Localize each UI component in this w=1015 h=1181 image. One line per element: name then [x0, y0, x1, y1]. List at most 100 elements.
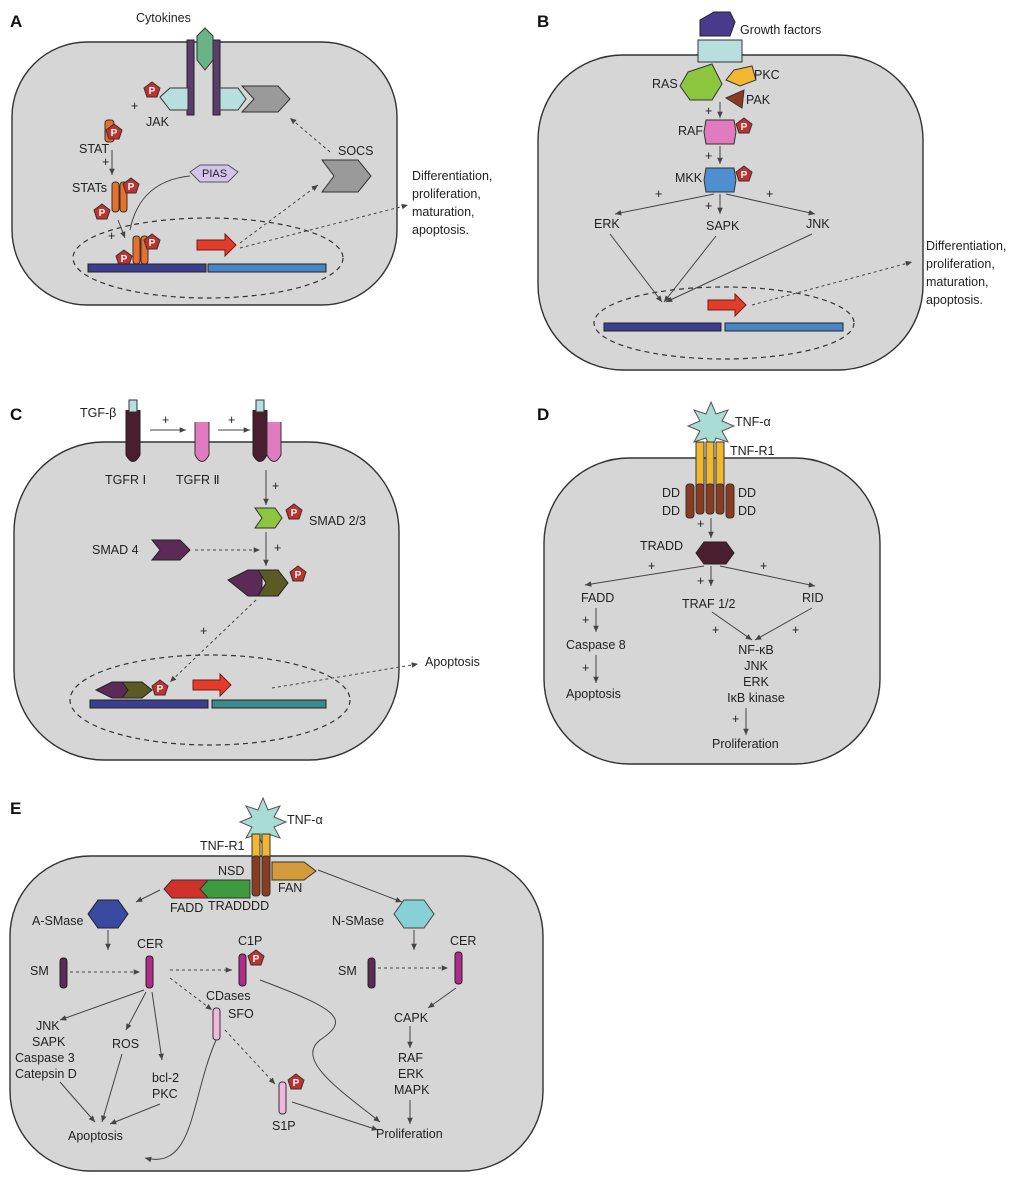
pkc-icon: [725, 65, 757, 87]
panel-label-c: C: [10, 405, 22, 424]
growth-factor-icon: [699, 11, 736, 37]
panel-label-b: B: [537, 12, 549, 31]
death-domain-icon: [261, 855, 271, 897]
plus-sign: +: [582, 661, 589, 675]
rid-label: RID: [802, 591, 824, 605]
cer-icon: [454, 951, 463, 985]
jak-right-icon: [219, 87, 247, 111]
pkc-label: PKC: [754, 68, 780, 82]
fadd-e-icon: [163, 879, 210, 899]
jak-receptor-right: [212, 39, 221, 116]
outcome-a-line3: maturation,: [412, 205, 475, 219]
pak-label: PAK: [746, 93, 771, 107]
c1p-icon: [238, 953, 247, 987]
phospho-icon: P: [151, 679, 169, 696]
dd-label: DD: [662, 504, 680, 518]
tradd-icon: [695, 541, 735, 565]
plus-sign: +: [705, 104, 712, 118]
socs-icon: [321, 159, 372, 193]
panel-b: B Growth factors RAS PKC PAK + RAF P + M…: [537, 11, 1006, 371]
apoptosis-c-label: Apoptosis: [425, 655, 480, 669]
smad4-icon: [150, 539, 191, 561]
svg-text:P: P: [295, 570, 302, 581]
panel-d: D TNF-α TNF-R1 DD DD DD DD + TRADD + + +…: [537, 400, 881, 765]
outcome-b-line3: maturation,: [926, 275, 989, 289]
plus-sign: +: [228, 413, 235, 427]
phospho-icon: P: [735, 117, 753, 134]
s1p-icon: [278, 1081, 287, 1115]
svg-text:P: P: [253, 954, 260, 965]
jak-left-icon: [159, 87, 189, 111]
plus-sign: +: [162, 413, 169, 427]
panel-label-e: E: [10, 799, 21, 818]
raf-e-label: RAF: [398, 1051, 423, 1065]
pak-icon: [724, 89, 745, 109]
growth-factor-receptor: [697, 39, 743, 63]
sfo-icon: [212, 1007, 221, 1041]
plus-sign: +: [108, 229, 115, 243]
tgfr1-complex-icon: [252, 410, 268, 462]
cer-right-label: CER: [450, 934, 476, 948]
svg-text:P: P: [149, 238, 156, 249]
dna-strand-teal: [211, 699, 327, 709]
nucleus-b: [593, 286, 855, 360]
pkc-e-label: PKC: [152, 1087, 178, 1101]
svg-text:P: P: [157, 684, 164, 695]
raf-label: RAF: [678, 124, 703, 138]
tgfr2-complex-icon: [266, 422, 282, 462]
plus-sign: +: [792, 623, 799, 637]
caspase8-label: Caspase 8: [566, 638, 626, 652]
cytokine-icon: [196, 27, 214, 71]
erk-d-label: ERK: [743, 675, 769, 689]
sm-icon: [367, 957, 376, 989]
ikb-kinase-label: IκB kinase: [727, 691, 785, 705]
dd-label: DD: [738, 504, 756, 518]
nucleus-a: [72, 217, 344, 299]
mapk-label: MAPK: [394, 1083, 430, 1097]
fan-label: FAN: [278, 881, 302, 895]
tradd-e-icon: [199, 879, 251, 899]
caspase3-label: Caspase 3: [15, 1051, 75, 1065]
sm-right-label: SM: [338, 964, 357, 978]
phospho-icon: P: [143, 233, 161, 250]
sm-icon: [59, 957, 68, 989]
erk-label: ERK: [594, 217, 620, 231]
pias-label: PIAS: [202, 168, 227, 180]
tgf-ligand-icon: [255, 399, 265, 413]
outcome-b-line1: Differentiation,: [926, 239, 1006, 253]
death-domain-icon: [695, 483, 705, 515]
death-domain-icon: [715, 483, 725, 515]
transcription-arrow-icon: [192, 672, 232, 698]
asmase-label: A-SMase: [32, 914, 83, 928]
dna-strand-dark: [603, 322, 722, 332]
sapk-label: SAPK: [706, 219, 740, 233]
jak-label: JAK: [146, 115, 170, 129]
mkk-icon: [703, 167, 737, 193]
jak-receptor-left: [186, 39, 195, 116]
ras-icon: [679, 63, 723, 101]
plus-sign: +: [760, 559, 767, 573]
cell-c: [13, 441, 400, 761]
death-domain-icon: [685, 483, 695, 519]
plus-sign: +: [732, 712, 739, 726]
socs-label: SOCS: [338, 144, 373, 158]
dd-label: DD: [738, 486, 756, 500]
death-domain-icon: [251, 855, 261, 897]
socs-bound-icon: [240, 85, 291, 113]
jnk-e-label: JNK: [36, 1019, 60, 1033]
plus-sign: +: [705, 199, 712, 213]
smad23-label: SMAD 2/3: [309, 514, 366, 528]
svg-text:P: P: [111, 128, 118, 139]
proliferation-e-label: Proliferation: [376, 1127, 443, 1141]
panel-label-a: A: [10, 12, 22, 31]
phospho-icon: P: [735, 165, 753, 182]
nucleus-c: [69, 654, 351, 746]
dna-strand-light: [207, 263, 327, 273]
dna-strand-dark: [89, 699, 209, 709]
svg-text:P: P: [121, 254, 128, 265]
nsmase-label: N-SMase: [332, 914, 384, 928]
dna-strand-light: [724, 322, 844, 332]
nfkb-label: NF-κB: [738, 643, 773, 657]
jnk-d-label: JNK: [744, 659, 768, 673]
